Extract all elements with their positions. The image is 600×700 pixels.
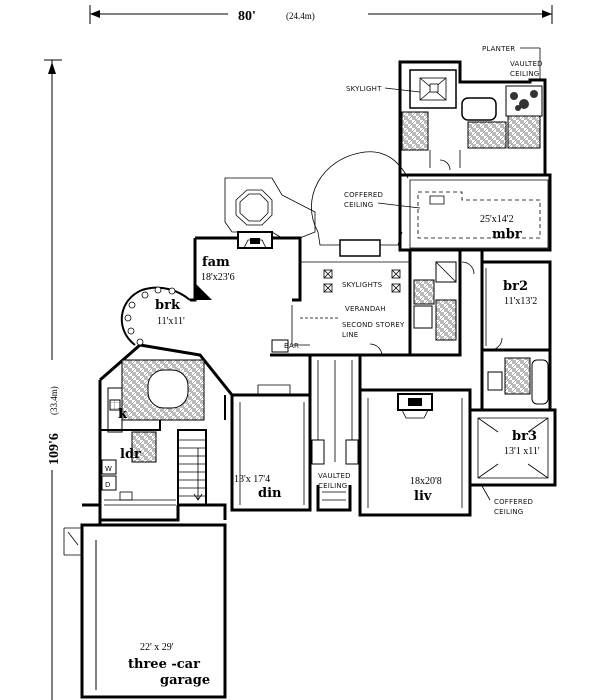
breakfast-room: brk 11'x11': [120, 286, 191, 346]
kitchen-label: k: [118, 407, 128, 422]
bedroom-2-size: 11'x13'2: [504, 296, 537, 307]
breakfast-label: brk: [155, 298, 181, 313]
living-size: 18x20'8: [410, 476, 442, 487]
dining-size: 13'x 17'4: [234, 474, 270, 485]
garage-name-2: garage: [160, 673, 210, 688]
second-storey-label-1: SECOND STOREY: [342, 321, 405, 329]
verandah-label: VERANDAH: [345, 305, 386, 313]
master-ensuite: SKYLIGHT PLANTER VAULTED CEILING: [346, 45, 547, 177]
width-metric: (24.4m): [286, 11, 315, 21]
living-room: 18x20'8 liv: [358, 388, 472, 517]
coffered-ceiling-2a: COFFERED: [494, 498, 533, 506]
dining-room: 13'x 17'4 din: [230, 384, 312, 512]
bath-2: [480, 348, 552, 412]
family-label: fam: [202, 255, 230, 270]
vaulted-ceiling-2a: VAULTED: [318, 472, 351, 480]
master-size: 25'x14'2: [480, 214, 514, 225]
master-label: mbr: [492, 227, 522, 242]
vaulted-ceiling-1a: VAULTED: [510, 60, 543, 68]
bedroom-2-label: br2: [503, 279, 528, 294]
garage-size: 22' x 29': [140, 642, 174, 653]
central-hall: SKYLIGHTS VERANDAH SECOND STOREY LINE BA…: [270, 151, 412, 357]
dining-label: din: [258, 486, 282, 501]
skylight-label: SKYLIGHT: [346, 85, 382, 93]
laundry-label: ldr: [120, 447, 141, 462]
width-dimension: 80' (24.4m): [89, 5, 553, 24]
vaulted-ceiling-1b: CEILING: [510, 70, 539, 78]
coffered-ceiling-1b: CEILING: [344, 201, 373, 209]
bedroom-3-label: br3: [512, 429, 537, 444]
dryer-label: D: [105, 481, 111, 489]
vaulted-ceiling-2b: CEILING: [318, 482, 347, 490]
washer-label: W: [105, 465, 112, 473]
bedroom-2: br2 11'x13'2: [480, 260, 552, 352]
coffered-ceiling-2b: CEILING: [494, 508, 523, 516]
master-bedroom: COFFERED CEILING 25'x14'2 mbr: [344, 173, 552, 252]
bedroom-hall: [408, 250, 475, 357]
skylights-label: SKYLIGHTS: [342, 281, 383, 289]
width-value: 80': [238, 9, 256, 24]
bedroom-3-size: 13'1 x11': [504, 446, 540, 457]
exterior-walls: [178, 248, 484, 520]
planter-label: PLANTER: [482, 45, 515, 53]
coffered-ceiling-1a: COFFERED: [344, 191, 383, 199]
bar-label: BAR: [284, 342, 299, 350]
garage: 22' x 29' three -car garage: [63, 503, 227, 699]
foyer: VAULTED CEILING: [308, 355, 362, 512]
family-room: fam 18'x23'6: [190, 177, 316, 302]
depth-value: 109'6: [47, 433, 62, 465]
family-size: 18'x23'6: [201, 272, 235, 283]
garage-name-1: three -car: [128, 657, 200, 672]
bedroom-3: br3 13'1 x11' COFFERED CEILING: [468, 408, 557, 516]
depth-dimension: 109'6 (33.4m): [42, 59, 64, 700]
second-storey-label-2: LINE: [342, 331, 358, 339]
depth-metric: (33.4m): [49, 386, 59, 415]
breakfast-size: 11'x11': [157, 316, 185, 327]
living-label: liv: [414, 489, 432, 504]
kitchen-wing: k ldr W D: [98, 343, 234, 522]
